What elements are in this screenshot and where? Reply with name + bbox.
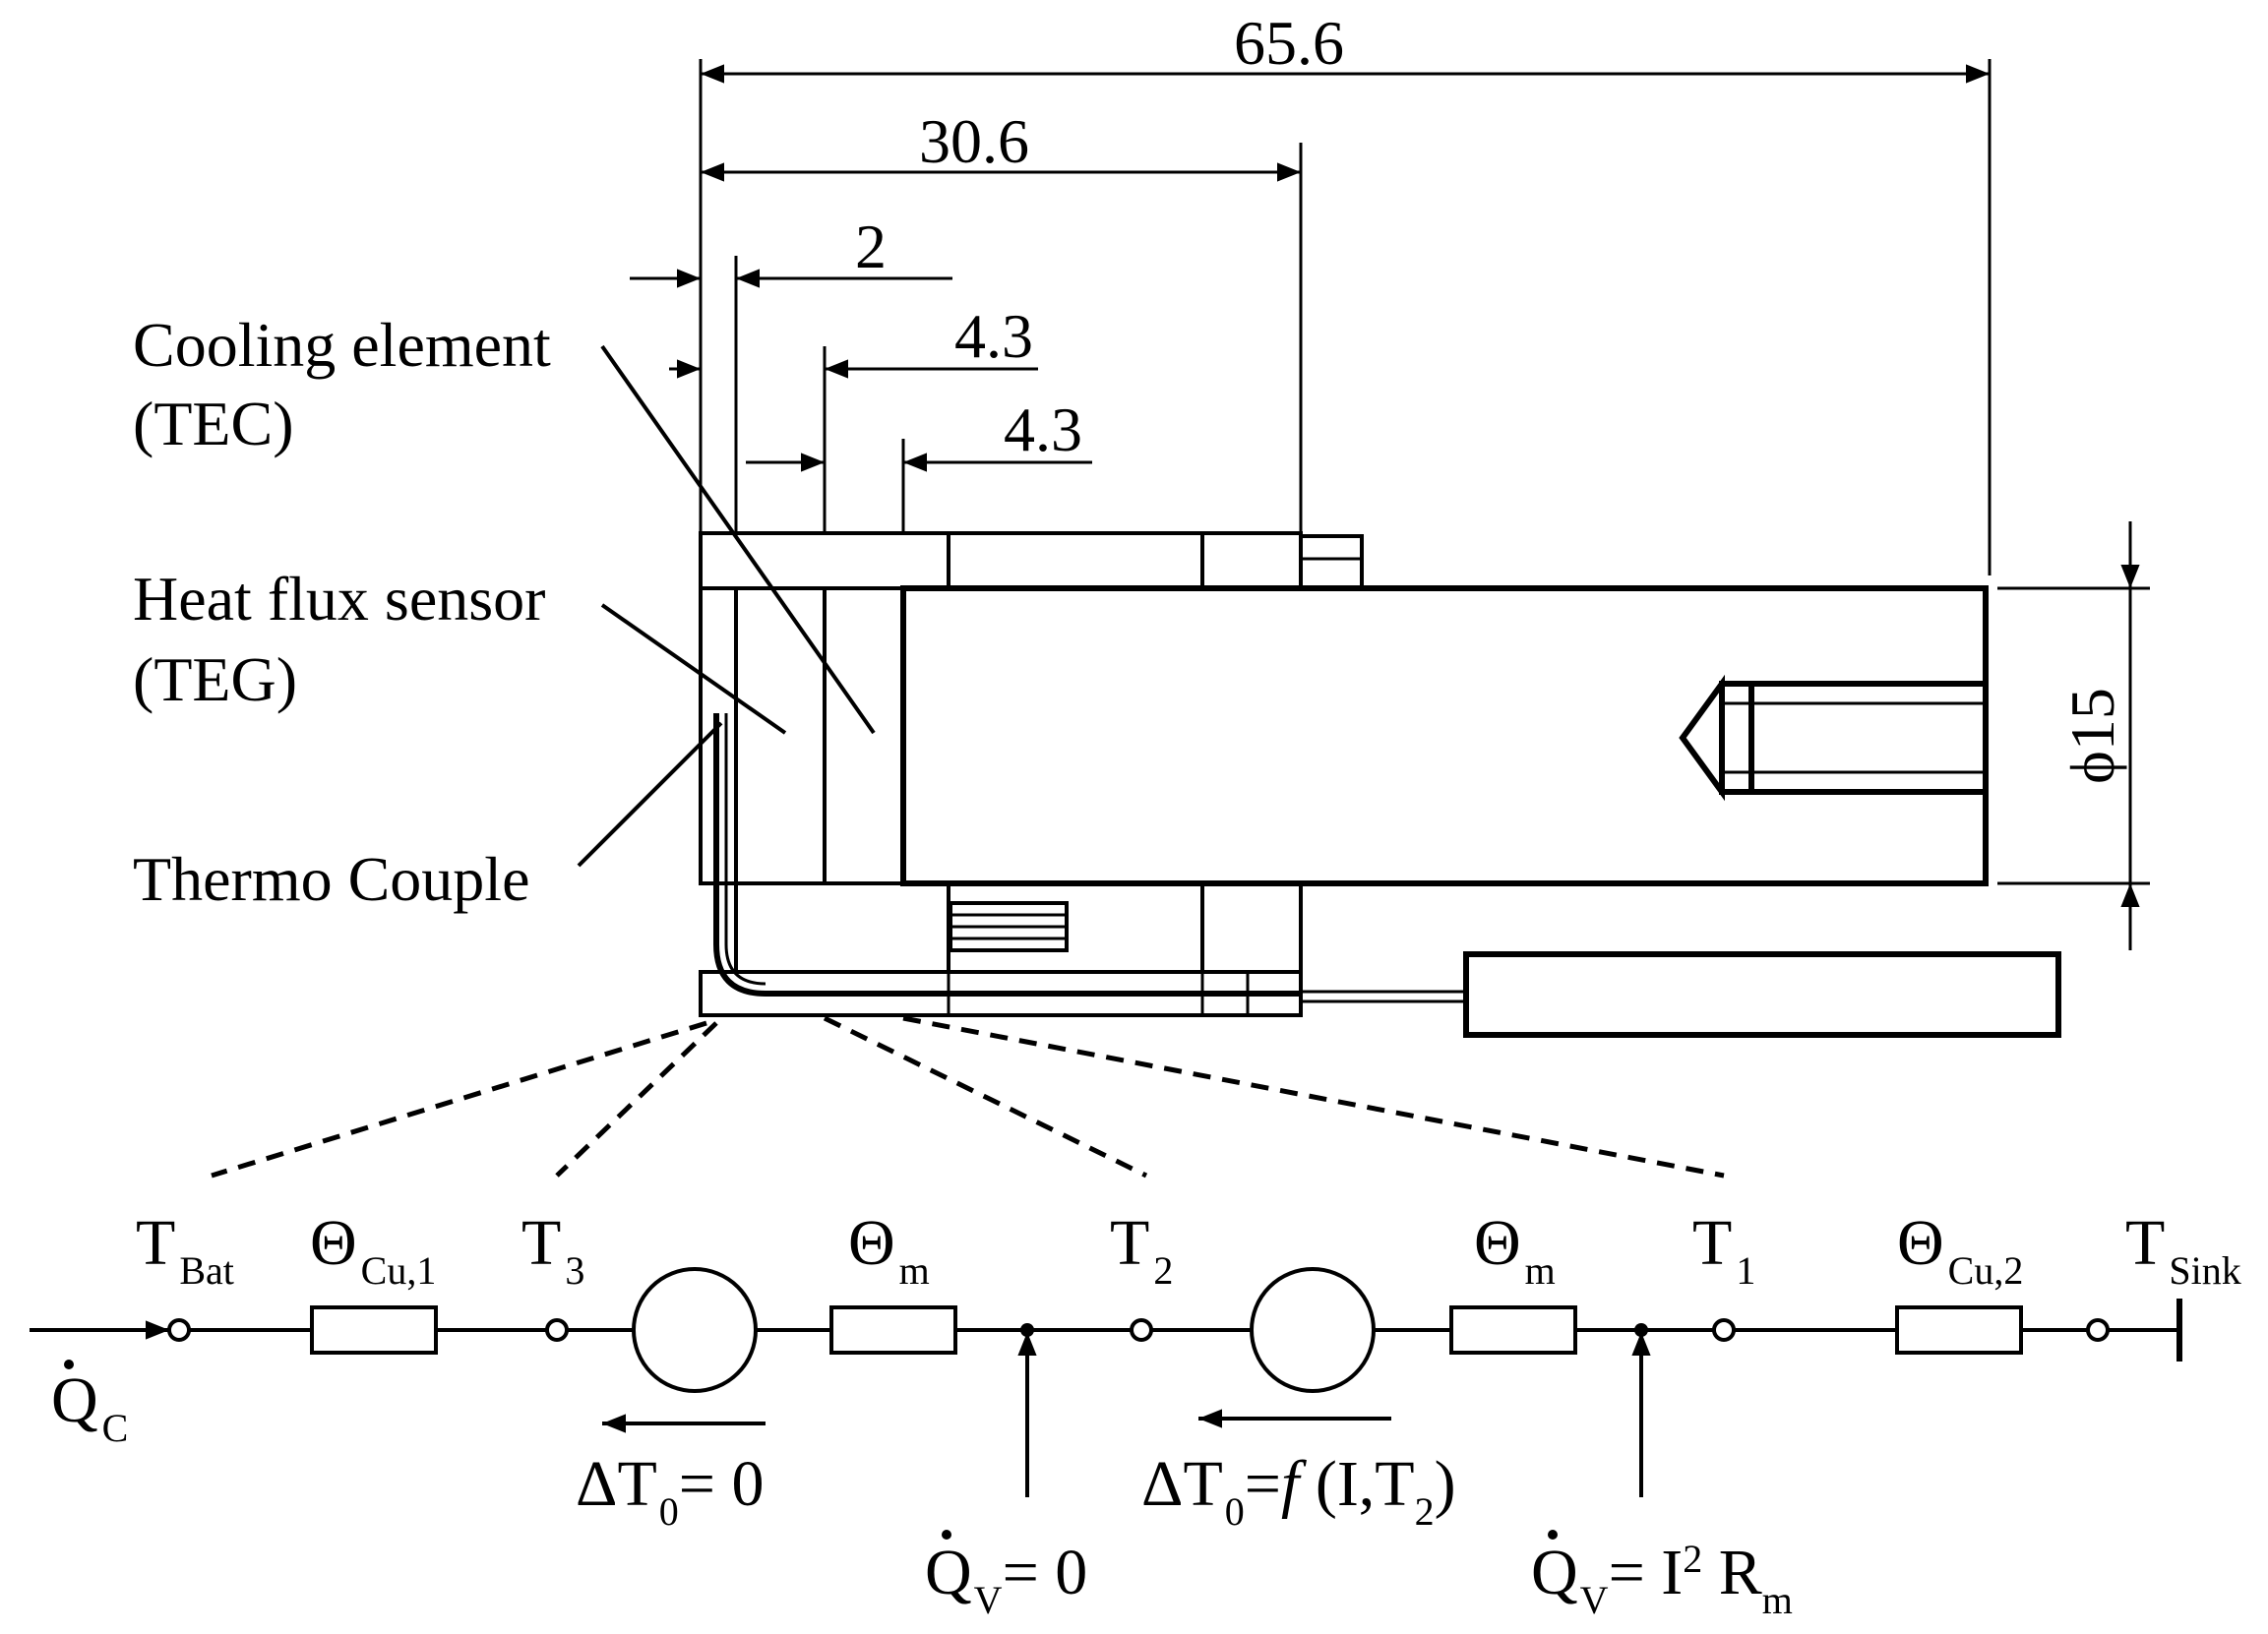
top-sleeve <box>947 531 1204 590</box>
node-t2 <box>1130 1318 1153 1342</box>
dim-diameter: ϕ15 <box>2057 688 2127 784</box>
heat-flux-sensor-label-abbr: (TEG) <box>133 644 297 714</box>
bottom-sleeve-dense <box>734 881 950 974</box>
cooling-element-label-abbr: (TEC) <box>133 389 294 458</box>
source-dt-right <box>1250 1267 1376 1393</box>
label-qv-right: QV= I2 Rm <box>1531 1537 1793 1622</box>
thermo-couple-label: Thermo Couple <box>133 844 529 914</box>
cooling-element-block <box>823 586 905 885</box>
mapping-lines <box>211 1015 1725 1179</box>
node-t-sink <box>2086 1318 2110 1342</box>
heat-flux-sensor-block <box>734 586 827 885</box>
resistor-m-left <box>829 1305 957 1355</box>
dim-thin-layer: 2 <box>855 212 887 281</box>
label-dt0-left: ΔT0= 0 <box>576 1448 765 1534</box>
main-body <box>900 585 1989 886</box>
dim-total-length: 65.6 <box>1234 8 1344 78</box>
resistor-cu2 <box>1895 1305 2023 1355</box>
resistor-cu1 <box>310 1305 438 1355</box>
cooling-element-leader <box>600 344 876 735</box>
dim-sensor-depth: 30.6 <box>919 106 1029 176</box>
callouts: Cooling element (TEC) Heat flux sensor (… <box>133 310 876 914</box>
thermocouple-wire <box>713 713 1301 997</box>
label-qv-left: QV= 0 <box>925 1537 1087 1622</box>
top-ring <box>1200 531 1303 590</box>
heat-flux-sensor-leader <box>600 603 787 735</box>
top-tab <box>1299 534 1364 590</box>
node-t1 <box>1712 1318 1736 1342</box>
dim-teg-layer: 4.3 <box>1004 394 1082 464</box>
bottom-ring <box>1200 881 1303 974</box>
node-t3 <box>545 1318 569 1342</box>
cooling-element-label: Cooling element <box>133 310 551 380</box>
node-t-bat <box>167 1318 191 1342</box>
threaded-bore <box>1679 674 1989 802</box>
heat-flux-sensor-label: Heat flux sensor <box>133 564 545 634</box>
thermo-couple-leader <box>577 721 723 868</box>
resistor-m-right <box>1449 1305 1577 1355</box>
dimension-lines: 65.6 30.6 2 4.3 4.3 ϕ15 <box>630 8 2150 950</box>
sensor-cross-section <box>699 531 2061 1038</box>
label-dt0-right: ΔT0=f (I,T2) <box>1141 1448 1456 1534</box>
dim-tec-layer: 4.3 <box>954 301 1033 371</box>
cable-connector <box>1463 951 2061 1038</box>
source-dt-left <box>632 1267 758 1393</box>
